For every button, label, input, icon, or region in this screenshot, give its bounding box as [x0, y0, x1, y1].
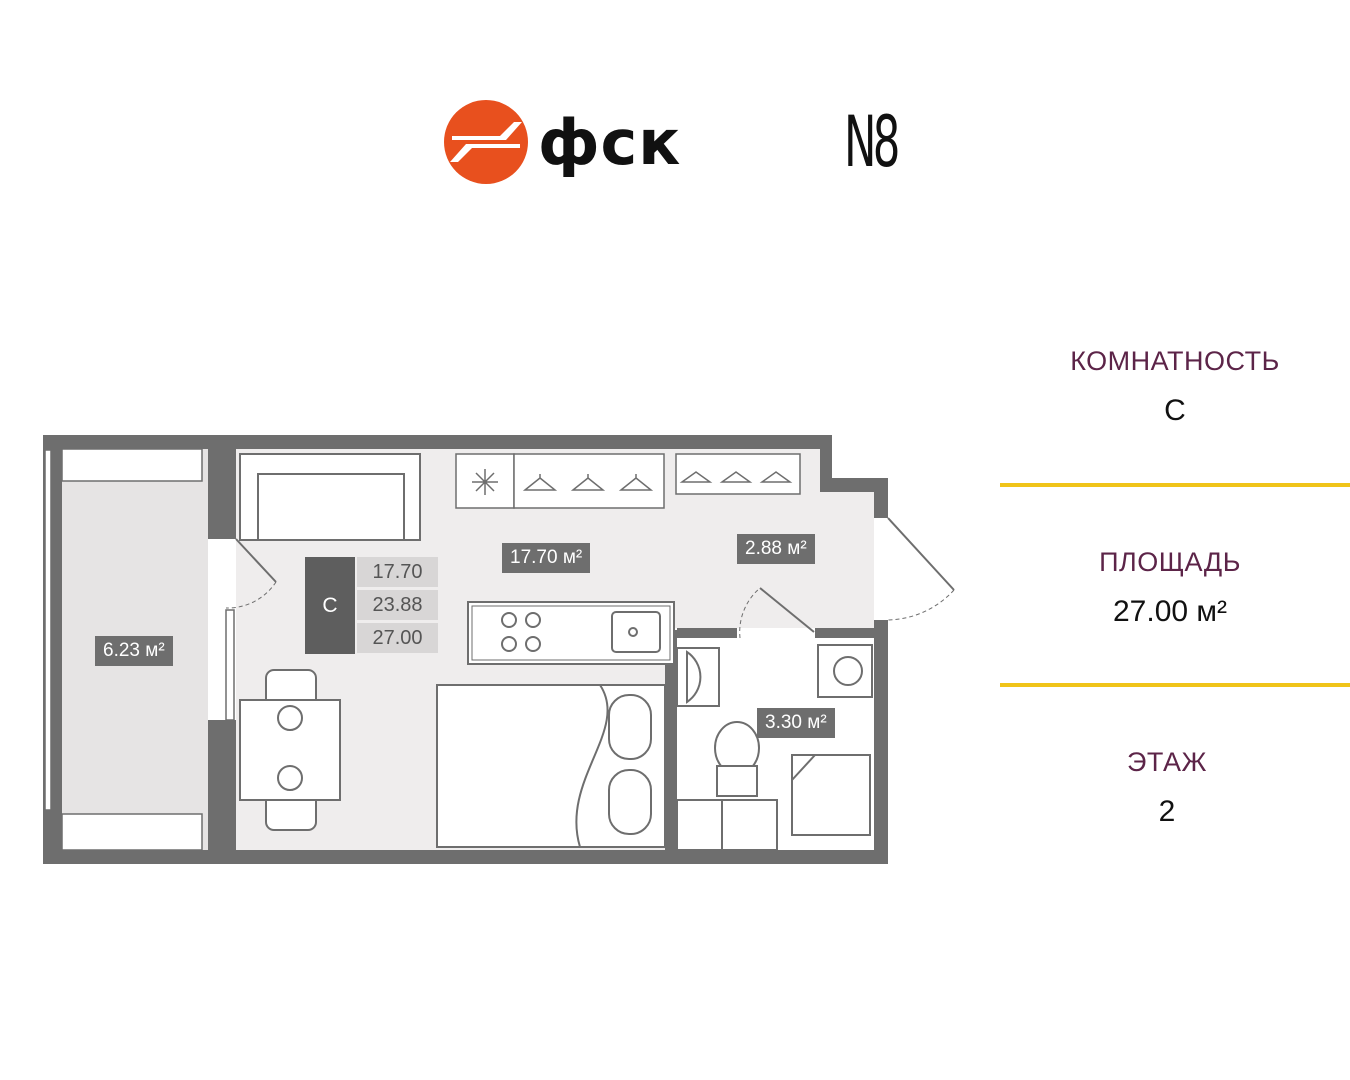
kitchen-counter: [467, 601, 675, 665]
balcony-frames: [44, 448, 235, 851]
fsk-emblem-icon: [444, 100, 528, 184]
rooms-value: С: [1164, 394, 1186, 427]
bathroom-fixtures: [676, 644, 873, 851]
balcony-area-label: 6.23 м²: [95, 636, 173, 666]
floor-value: 2: [1158, 795, 1176, 828]
hanger-icons: [472, 469, 793, 495]
area-label: ПЛОЩАДЬ: [1099, 547, 1241, 577]
fsk-logo: фск: [442, 98, 712, 188]
bed: [436, 684, 666, 848]
area-info: ПЛОЩАДЬ 27.00 м²: [990, 546, 1350, 630]
floor-info: ЭТАЖ 2: [987, 746, 1347, 830]
divider-1: [1000, 483, 1350, 487]
legend-total-area: 27.00: [357, 623, 438, 653]
rooms-label: КОМНАТНОСТЬ: [1070, 346, 1280, 376]
fsk-wordmark: фск: [538, 106, 682, 179]
n8-logo: N8: [844, 96, 910, 188]
floor-label: ЭТАЖ: [1127, 747, 1207, 777]
floor-plan: [43, 435, 955, 864]
legend-type: С: [305, 557, 355, 654]
area-legend: С 17.70 23.88 27.00: [305, 557, 438, 654]
room-area-label: 17.70 м²: [502, 543, 591, 573]
sofa: [239, 453, 421, 541]
legend-living-area: 17.70: [357, 557, 438, 587]
hall-niche-floor: [820, 492, 874, 628]
bath-area-label: 3.30 м²: [757, 708, 835, 738]
hall-area-label: 2.88 м²: [737, 534, 815, 564]
rooms-info: КОМНАТНОСТЬ С: [995, 345, 1350, 429]
area-value: 27.00 м²: [1112, 595, 1228, 628]
doors: [225, 517, 955, 639]
divider-2: [1000, 683, 1350, 687]
n8-wordmark: N8: [844, 101, 900, 183]
dining-table: [239, 669, 341, 831]
legend-area-no-balcony: 23.88: [357, 590, 438, 620]
